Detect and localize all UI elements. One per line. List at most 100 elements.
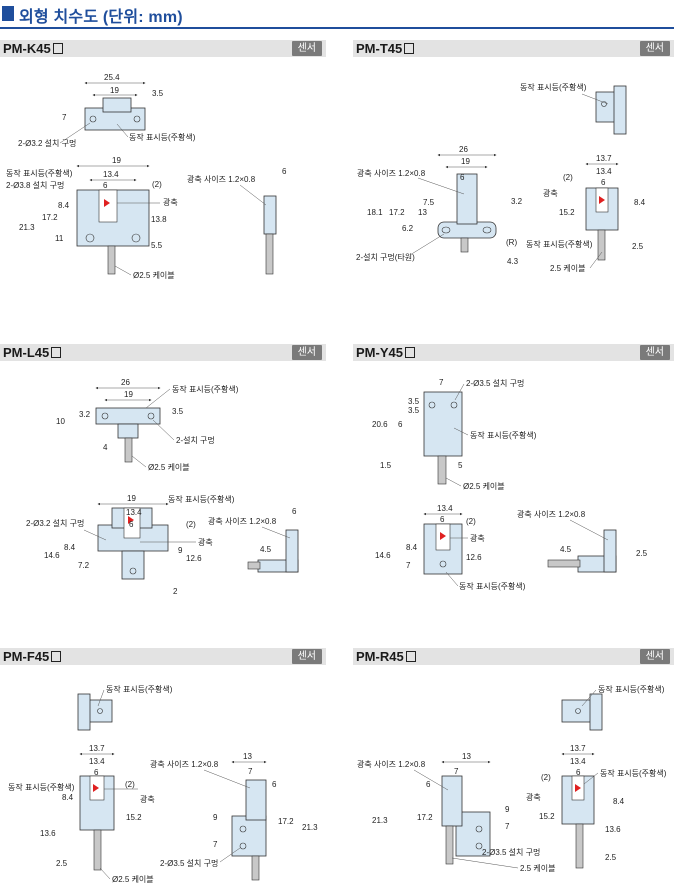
dim-label: 15.2 [539,812,555,821]
pm-l45-drawing: 26 19 3.5 10 3.2 4 동작 표시등(주황색) 2-설치 구멍 Ø… [26,378,299,596]
beam-axis-label: 광축 [198,537,213,547]
dim-label: 2.5 [56,859,68,868]
dim-label: 13.7 [596,154,612,163]
cable [460,237,469,253]
mounting-hole [97,708,103,714]
sensor-tag: 센서 [639,41,670,56]
dim-label: 6 [103,181,108,190]
dim-label: 17.2 [278,817,294,826]
sensor-body-front [441,775,463,827]
sensor-head-side [603,529,617,573]
model-name: PM-K45 [3,40,63,57]
note: (2) [466,517,476,526]
model-bar-pm-r45: PM-R45 센서 [353,648,674,665]
dim-label: 26 [121,378,130,387]
sensor-head-top [589,693,603,731]
dim-label: 4 [103,443,108,452]
dim-label: 13.4 [596,167,612,176]
sensor-body-side [245,779,267,821]
dim-label: 6 [460,173,465,182]
indicator-arrow-icon [93,784,99,792]
dim-label: 21.3 [302,823,318,832]
note: (R) [506,238,517,247]
cable [107,245,116,275]
dim-label: 13 [462,752,471,761]
mounting-hole [475,842,483,850]
dim-label: 13.7 [89,744,105,753]
sensor-body-top [95,407,161,425]
callout: 광축 사이즈 1.2×0.8 [357,759,426,769]
pm-y45-drawing: 7 3.5 20.6 6 3.5 1.5 5 2-Ø3.5 설치 구멍 동작 표… [372,378,648,591]
dim-label: 6 [398,420,403,429]
dim-label: 7 [213,840,218,849]
cable [247,561,261,570]
dim-label: 20.6 [372,420,388,429]
dim-label: 3.5 [408,406,420,415]
sensor-head-top [102,97,132,113]
dim-label: 6 [426,780,431,789]
callout: 동작 표시등(주황색) [600,768,667,778]
model-name: PM-R45 [356,648,416,665]
cable [547,559,581,568]
cable [124,437,133,463]
mounting-hole [129,567,137,575]
callout: 2-설치 구멍(타원) [356,252,415,262]
mounting-hole [482,226,492,234]
dim-label: 4.5 [260,545,272,554]
callout: 동작 표시등(주황색) [470,430,537,440]
dim-label: 8.4 [613,797,625,806]
mounting-hole [101,412,109,420]
cable [445,825,454,865]
mounting-hole [601,101,607,107]
callout: 광축 사이즈 1.2×0.8 [150,759,219,769]
mounting-hole [441,226,451,234]
dim-label: 17.2 [42,213,58,222]
note: (2) [541,773,551,782]
sensor-head-top [613,85,627,135]
dim-label: 17.2 [417,813,433,822]
dim-label: 19 [461,157,470,166]
dim-label: 7 [248,767,253,776]
mounting-hole [239,842,247,850]
sensor-body-front [456,173,478,225]
model-name: PM-L45 [3,344,62,361]
sensor-tag: 센서 [639,649,670,664]
note: (2) [152,180,162,189]
page-title: 외형 치수도 (단위: mm) [19,9,183,26]
sensor-tag: 센서 [291,345,322,360]
callout: 동작 표시등(주황색) [459,581,526,591]
dim-label: 12.6 [466,553,482,562]
callout: 광축 사이즈 1.2×0.8 [208,516,277,526]
dim-label: 6 [576,768,581,777]
model-name: PM-F45 [3,648,62,665]
dim-label: 14.6 [375,551,391,560]
mounting-hole [428,401,436,409]
model-name: PM-T45 [356,40,415,57]
sensor-body-top [561,699,595,723]
callout: 동작 표시등(주황색) [8,782,75,792]
dim-label: 8.4 [58,201,70,210]
sensor-body-top [423,391,463,457]
dim-label: 6 [601,178,606,187]
indicator-arrow-icon [104,199,110,207]
dim-label: 7 [454,767,459,776]
dim-label: 4.5 [560,545,572,554]
callout: 2.5 케이블 [550,263,585,273]
dim-label: 21.3 [372,816,388,825]
dim-label: 21.3 [19,223,35,232]
model-bar-pm-y45: PM-Y45 센서 [353,344,674,361]
dim-label: 8.4 [62,793,74,802]
dim-label: 2.5 [605,853,617,862]
dim-label: 19 [124,390,133,399]
mounting-hole [475,825,483,833]
dim-label: 2.5 [632,242,644,251]
beam-axis-label: 광축 [140,794,155,804]
dim-label: 15.2 [559,208,575,217]
dim-label: 6 [129,520,134,529]
sensor-head-top [77,693,91,731]
sensor-tag: 센서 [291,649,322,664]
title-rule [0,27,674,29]
cable [575,823,584,869]
dim-label: 10 [56,417,65,426]
